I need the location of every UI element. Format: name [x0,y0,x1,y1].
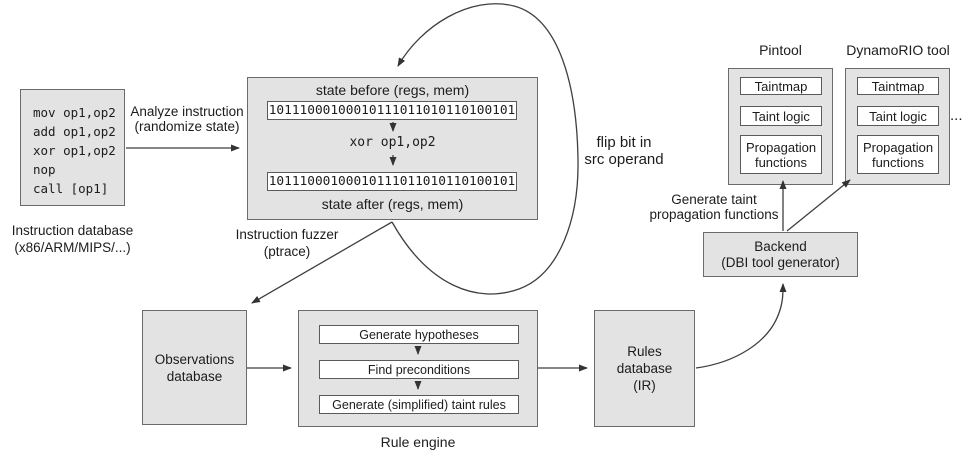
arrow-backend-to-dynamorio [786,179,851,232]
state-after-label: state after (regs, mem) [321,196,464,212]
analyze-instruction-label: Analyze instruction (randomize state) [117,104,257,134]
rule-engine-step-find-preconditions: Find preconditions [319,360,519,379]
dynamorio-title: DynamoRIO tool [846,42,950,58]
rules-database-line3: (IR) [633,378,656,393]
rules-database-box: Rules database (IR) [594,310,695,427]
rule-engine-box: Generate hypotheses Find preconditions G… [298,310,538,427]
dynamorio-taint-logic-box: Taint logic [857,106,939,126]
instruction-database-label-line1: Instruction database [11,223,134,238]
dynamorio-propagation-functions-box: Propagation functions [857,135,939,174]
instruction-fuzzer-label-line1: Instruction fuzzer [235,227,339,242]
pintool-propagation-functions-box: Propagation functions [740,135,822,174]
observations-database-box: Observations database [142,310,247,425]
code-line: nop [33,162,56,177]
binary-state-after: 10111000100010111011010110100101 [267,172,517,191]
observations-database-line1: Observations [154,351,235,367]
dynamorio-taintmap-box: Taintmap [857,77,939,95]
instruction-fuzzer-box: state before (regs, mem) 101110001000101… [247,77,538,220]
code-line: call [op1] [33,181,109,196]
rules-database-line2: database [616,361,673,376]
rules-database-line1: Rules [627,344,662,359]
flip-bit-label-line1: flip bit in [596,134,652,151]
arrow-rulesdb-to-backend [695,283,787,369]
rule-engine-step-generate-taint-rules: Generate (simplified) taint rules [319,395,519,414]
binary-state-before: 10111000100010111011010110100101 [267,101,517,120]
backend-line2: (DBI tool generator) [721,254,840,270]
analyze-instruction-label-line1: Analyze instruction [130,104,244,119]
generate-taint-label: Generate taint propagation functions [638,192,790,222]
analyze-instruction-label-line2: (randomize state) [134,119,240,134]
code-line: add op1,op2 [33,124,116,139]
flip-bit-label: flip bit in src operand [572,134,676,168]
instruction-database-label-line2: (x86/ARM/MIPS/...) [14,240,131,255]
pintool-box: Taintmap Taint logic Propagation functio… [728,68,833,185]
pintool-taint-logic-box: Taint logic [740,106,822,126]
more-tools-ellipsis: ... [950,107,963,124]
rule-engine-step-generate-hypotheses: Generate hypotheses [319,325,519,344]
instruction-database-label: Instruction database (x86/ARM/MIPS/...) [0,222,150,256]
observations-database-line2: database [166,368,223,384]
generate-taint-label-line2: propagation functions [649,207,779,222]
state-before-label: state before (regs, mem) [315,82,470,98]
pintool-title: Pintool [759,42,802,58]
backend-line1: Backend [754,238,807,254]
instruction-fuzzer-label: Instruction fuzzer (ptrace) [217,226,357,260]
instruction-fuzzer-label-line2: (ptrace) [263,244,311,259]
code-line: mov op1,op2 [33,105,116,120]
fuzzed-instruction: xor op1,op2 [349,135,436,150]
rule-engine-label: Rule engine [380,434,456,450]
code-line: xor op1,op2 [33,143,116,158]
pintool-taintmap-box: Taintmap [740,77,822,95]
generate-taint-label-line1: Generate taint [671,192,757,207]
instruction-list: mov op1,op2 add op1,op2 xor op1,op2 nop … [21,90,124,198]
dynamorio-box: Taintmap Taint logic Propagation functio… [845,68,950,185]
backend-box: Backend (DBI tool generator) [703,232,858,277]
flip-bit-label-line2: src operand [584,151,664,168]
instruction-database-box: mov op1,op2 add op1,op2 xor op1,op2 nop … [20,89,125,206]
